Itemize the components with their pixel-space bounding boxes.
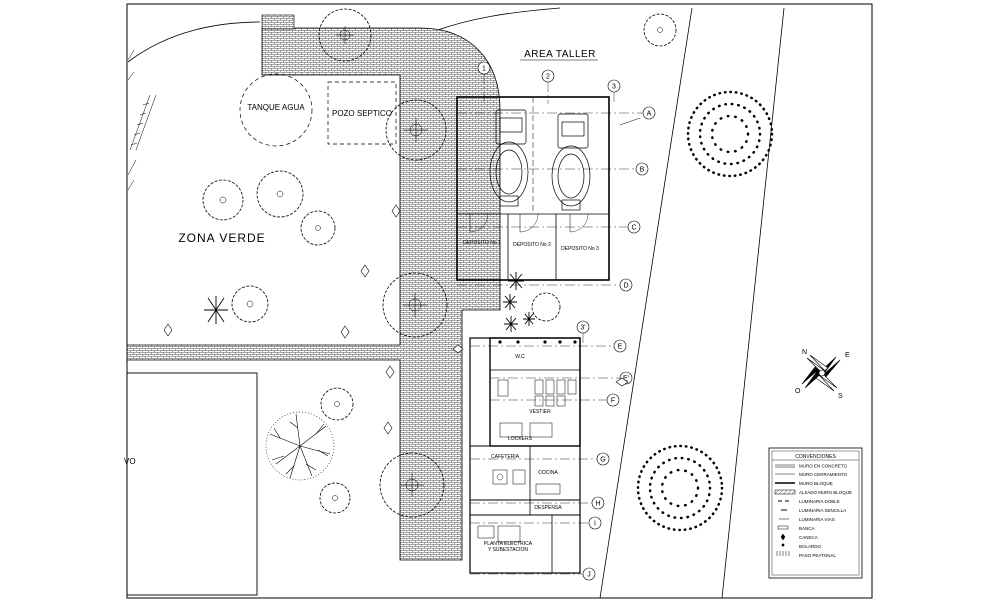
left-edge-steps xyxy=(127,49,157,191)
substation-label: Y SUBESTACION xyxy=(488,547,528,553)
water-tank xyxy=(239,73,313,147)
compass-o: O xyxy=(795,388,801,395)
compass-s: S xyxy=(838,393,843,400)
legend-title: CONVENCIONES xyxy=(795,454,836,460)
services-building xyxy=(469,337,581,574)
vestier-label: VESTIER xyxy=(529,409,551,415)
deposit-1-label: DEPOSITO No 1 xyxy=(463,240,501,246)
grid-axes xyxy=(457,74,643,575)
legend-item-label: MURO EN CONCRETO xyxy=(799,464,848,469)
luminaires xyxy=(163,204,629,435)
axis-g-label: G xyxy=(600,457,605,464)
cafeteria-label: CAFETERIA xyxy=(491,454,520,460)
axis-f-label: F xyxy=(611,398,615,405)
legend-item-label: ALZADO MURO BLOQUE xyxy=(799,490,852,495)
legend-box: CONVENCIONES MURO EN CONCRETO MURO CERRA… xyxy=(768,447,863,579)
axis-h-label: H xyxy=(595,501,600,508)
septic-well-label: POZO SEPTICO xyxy=(332,109,392,118)
field-partial-label: VO xyxy=(124,457,136,466)
compass-e: E xyxy=(845,352,850,359)
workshop-area-label: AREA TALLER xyxy=(524,49,596,60)
trees-canopy xyxy=(202,8,677,518)
compass-letters: N E S O xyxy=(795,349,850,400)
axis-a-label: A xyxy=(647,111,652,118)
kitchen-label: COCINA xyxy=(538,470,558,476)
mixer-truck-left xyxy=(489,109,529,207)
compass-n: N xyxy=(802,349,807,356)
playing-field xyxy=(126,372,258,596)
cross-tree-large xyxy=(636,90,774,532)
septic-well xyxy=(327,81,397,145)
legend-item-label: CANECA xyxy=(799,535,818,540)
legend-item-label: MURO CERRAMIENTO xyxy=(799,472,848,477)
legend-symbols xyxy=(774,464,796,556)
paved-walkway xyxy=(126,27,501,561)
compass-rose xyxy=(801,354,841,392)
lockers-label: LOCKERS xyxy=(508,436,533,442)
walkway-cap xyxy=(261,14,295,30)
tree-trunks xyxy=(219,26,663,501)
deposit-2-label: DEPOSITO No 2 xyxy=(513,242,551,248)
access-road-curve xyxy=(127,7,561,63)
axis-d-label: D xyxy=(623,283,628,290)
workshop-building xyxy=(456,96,610,281)
axis-3p-label: 3' xyxy=(580,325,585,332)
axis-2-label: 2 xyxy=(546,74,550,81)
axis-i-label: I xyxy=(594,521,596,528)
grid-bubble-labels: 1 2 3 3' A B C D E E' F G H I J xyxy=(482,66,652,579)
grid-bubbles xyxy=(477,61,656,581)
water-tank-label: TANQUE AGUA xyxy=(247,103,305,112)
legend-item-label: PASO PEATONAL xyxy=(799,553,837,558)
wc-label: W.C xyxy=(515,354,525,360)
mixer-truck-right xyxy=(551,113,591,211)
axis-c-label: C xyxy=(631,225,636,232)
axis-b-label: B xyxy=(640,167,645,174)
axis-1-label: 1 xyxy=(482,66,486,73)
green-zone-label: ZONA VERDE xyxy=(178,231,265,245)
axis-e-label: E xyxy=(618,344,623,351)
axis-j-label: J xyxy=(587,572,591,579)
deposit-3-label: DEPOSITO No 3 xyxy=(561,246,599,252)
axis-ep-label: E' xyxy=(623,376,629,383)
services-fixtures xyxy=(498,340,577,344)
legend-item-label: LUMINARIA SENCILLA xyxy=(799,508,846,513)
power-plant-label: PLANTA ELECTRICA xyxy=(484,541,533,547)
legend-item-label: BOLARDO xyxy=(799,544,822,549)
street-edges xyxy=(599,7,785,599)
legend-item-label: LUMINARIA VIAS xyxy=(799,517,835,522)
legend-item-label: BANCA xyxy=(799,526,815,531)
legend-labels: MURO EN CONCRETO MURO CERRAMIENTO MURO B… xyxy=(799,464,852,559)
branching-tree xyxy=(265,411,335,481)
sheet-frame xyxy=(126,3,873,599)
palm-shrubs xyxy=(204,272,535,332)
legend-item-label: MURO BLOQUE xyxy=(799,481,833,486)
legend-item-label: LUMINARIA DOBLE xyxy=(799,499,840,504)
pantry-label: DESPENSA xyxy=(534,505,562,511)
axis-3-label: 3 xyxy=(612,84,616,91)
